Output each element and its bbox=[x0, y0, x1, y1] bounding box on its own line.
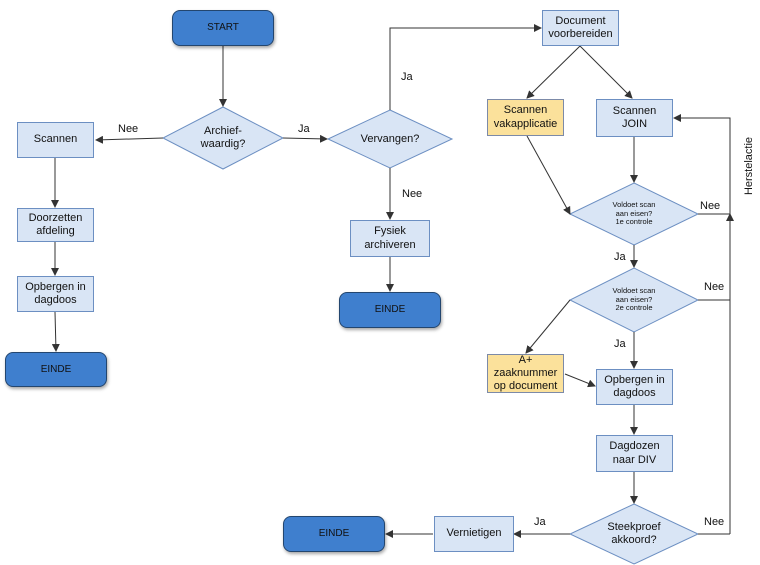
label-controle2-nee: Nee bbox=[704, 281, 725, 293]
einde-terminal-mid: EINDE bbox=[339, 292, 441, 328]
decision-steekproef-shape bbox=[568, 503, 700, 565]
decision-archiefwaardig-shape bbox=[161, 106, 285, 170]
connectors bbox=[51, 24, 734, 538]
label-vervangen-nee: Nee bbox=[402, 188, 423, 200]
scannen-join-box: Scannen JOIN bbox=[596, 99, 673, 137]
decision-archiefwaardig: Archief- waardig? bbox=[200, 125, 246, 150]
edge-zaaknummer-opbergen bbox=[564, 373, 596, 388]
einde-terminal-left: EINDE bbox=[5, 352, 107, 387]
label-steekproef-nee: Nee bbox=[704, 516, 725, 528]
label-archief-nee: Nee bbox=[118, 123, 139, 135]
doorzetten-afdeling-box: Doorzetten afdeling bbox=[17, 208, 94, 242]
edge-document-scannenjoin bbox=[579, 45, 633, 99]
scannen-box: Scannen bbox=[17, 122, 94, 158]
label-steekproef-ja: Ja bbox=[534, 516, 546, 528]
edge-vervangen-document bbox=[389, 24, 542, 110]
decision-controle1: Voldoet scan aan eisen? 1e controle bbox=[612, 200, 656, 227]
scannen-vakapplicatie-box: Scannen vakapplicatie bbox=[487, 99, 564, 136]
edge-archief-vervangen bbox=[282, 134, 328, 143]
edge-opbergen-einde bbox=[51, 311, 60, 352]
edge-archief-scannen bbox=[95, 135, 164, 144]
label-controle1-ja: Ja bbox=[614, 251, 626, 263]
dagdozen-div-box: Dagdozen naar DIV bbox=[596, 435, 673, 472]
edge-scannenvak-controle1 bbox=[526, 135, 571, 215]
document-voorbereiden-box: Document voorbereiden bbox=[542, 10, 619, 46]
vernietigen-box: Vernietigen bbox=[434, 516, 514, 552]
label-controle1-nee: Nee bbox=[700, 200, 721, 212]
label-controle2-ja: Ja bbox=[614, 338, 626, 350]
decision-steekproef: Steekproef akkoord? bbox=[607, 521, 661, 546]
edge-document-scannenvak bbox=[526, 45, 581, 99]
label-herstelactie: Herstelactie bbox=[743, 136, 755, 196]
edge-controle2-herstel bbox=[698, 214, 731, 301]
label-vervangen-ja: Ja bbox=[401, 71, 413, 83]
label-archief-ja: Ja bbox=[298, 123, 310, 135]
zaaknummer-box: A+ zaaknummer op document bbox=[487, 354, 564, 393]
opbergen-dagdoos-box-right: Opbergen in dagdoos bbox=[596, 369, 673, 405]
einde-terminal-bottom: EINDE bbox=[283, 516, 385, 552]
opbergen-dagdoos-box-left: Opbergen in dagdoos bbox=[17, 276, 94, 312]
edge-controle2-zaaknummer bbox=[525, 299, 571, 354]
edge-controle1-herstel bbox=[673, 114, 731, 215]
decision-controle2: Voldoet scan aan eisen? 2e controle bbox=[612, 286, 656, 313]
fysiek-archiveren-box: Fysiek archiveren bbox=[350, 220, 430, 257]
decision-vervangen: Vervangen? bbox=[360, 132, 420, 145]
start-terminal: START bbox=[172, 10, 274, 46]
